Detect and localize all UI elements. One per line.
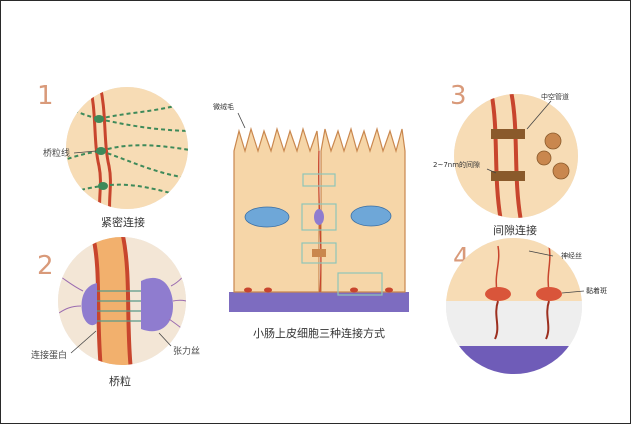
center-cells: 微绒毛 小肠上皮细胞三种连接方式 [213,102,409,340]
panel-4-fiber-label: 神经丝 [561,251,582,260]
panel-2-caption: 桥粒 [109,374,131,388]
panel-3-channel-label: 中空管道 [541,92,569,101]
panel-2-plaque-label: 连接蛋白 [31,349,67,361]
panel-1-caption: 紧密连接 [101,215,145,229]
panel-3-caption: 间隙连接 [493,223,537,237]
right-nucleus [351,206,391,226]
panel-3-number: 3 [450,81,467,111]
panel-2-number: 2 [37,251,54,281]
panel-4-hemidesmosome: 4 神经丝 黏着斑 [441,236,607,376]
center-caption: 小肠上皮细胞三种连接方式 [253,326,385,340]
panel-3-gap-label: 2~7nm的间隙 [433,160,480,169]
panel-4-plaque-label: 黏着斑 [586,286,607,295]
panel-3-gap-junction: 3 中空管道 2~7nm的间隙 间隙连接 [433,81,586,237]
panel-1-fiber-label: 桥粒线 [43,147,70,159]
panel-1-tight-junction: 1 桥粒线 紧密连接 [37,81,201,229]
left-nucleus [245,207,289,227]
panel-2-filament-label: 张力丝 [173,345,200,357]
panel-2-desmosome: 2 连接蛋白 张力丝 桥 [31,236,200,388]
microvilli-label: 微绒毛 [213,102,234,111]
panel-1-number: 1 [37,81,54,111]
